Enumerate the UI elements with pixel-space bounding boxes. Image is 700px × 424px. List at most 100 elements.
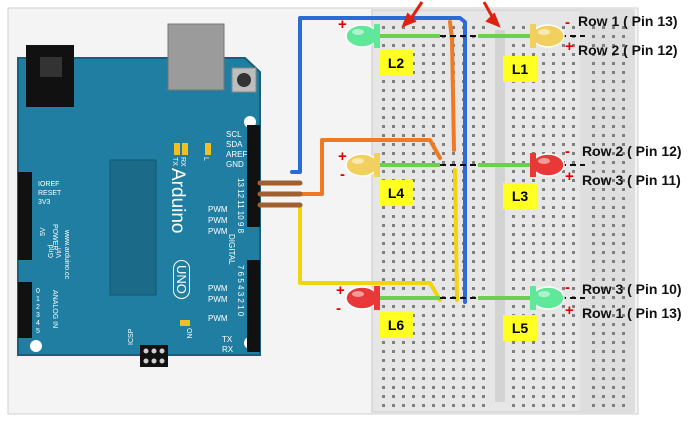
breadboard-hole (412, 98, 415, 101)
breadboard-hole (452, 206, 455, 209)
led-rim (530, 153, 536, 177)
breadboard-hole (622, 62, 625, 65)
breadboard-hole (562, 233, 565, 236)
breadboard-hole (512, 215, 515, 218)
breadboard-hole (442, 89, 445, 92)
breadboard-hole (382, 287, 385, 290)
breadboard-hole (572, 314, 575, 317)
power-pin-ioref: IOREF (38, 181, 60, 188)
breadboard-hole (572, 359, 575, 362)
breadboard-hole (612, 215, 615, 218)
breadboard-hole (422, 368, 425, 371)
breadboard-hole (472, 125, 475, 128)
breadboard-hole (592, 386, 595, 389)
breadboard-hole (602, 179, 605, 182)
analog-pin-4: 4 (36, 320, 40, 327)
breadboard-hole (402, 386, 405, 389)
pin-label-sda: SDA (226, 140, 243, 149)
power-pin-reset: RESET (38, 190, 62, 197)
breadboard-hole (612, 287, 615, 290)
breadboard-hole (552, 71, 555, 74)
breadboard-hole (432, 26, 435, 29)
breadboard-hole (512, 359, 515, 362)
breadboard-hole (422, 170, 425, 173)
breadboard-hole (572, 53, 575, 56)
breadboard-hole (622, 287, 625, 290)
breadboard-hole (602, 350, 605, 353)
breadboard-hole (462, 314, 465, 317)
led-tag-l4: L4 (379, 180, 413, 206)
breadboard-hole (392, 251, 395, 254)
breadboard-hole (612, 251, 615, 254)
breadboard-hole (392, 134, 395, 137)
breadboard-hole (402, 143, 405, 146)
breadboard-hole (432, 197, 435, 200)
breadboard-hole (382, 359, 385, 362)
breadboard-hole (512, 395, 515, 398)
breadboard-hole (522, 233, 525, 236)
breadboard-hole (442, 224, 445, 227)
breadboard-hole (552, 53, 555, 56)
led-highlight (352, 29, 364, 35)
breadboard-hole (622, 53, 625, 56)
breadboard-hole (542, 251, 545, 254)
breadboard-hole (422, 251, 425, 254)
breadboard-hole (422, 260, 425, 263)
breadboard-hole (432, 152, 435, 155)
breadboard-hole (482, 242, 485, 245)
breadboard-hole (382, 368, 385, 371)
breadboard-hole (532, 125, 535, 128)
breadboard-hole (512, 53, 515, 56)
breadboard-hole (512, 278, 515, 281)
yellow-wire-vertical (453, 168, 459, 302)
breadboard-hole (572, 80, 575, 83)
breadboard-hole (432, 107, 435, 110)
breadboard-hole (482, 152, 485, 155)
breadboard-hole (622, 341, 625, 344)
breadboard-hole (452, 332, 455, 335)
breadboard-hole (542, 377, 545, 380)
breadboard-hole (482, 404, 485, 407)
breadboard-hole (472, 332, 475, 335)
breadboard-hole (482, 332, 485, 335)
breadboard-hole (622, 377, 625, 380)
breadboard-hole (592, 89, 595, 92)
breadboard-hole (462, 377, 465, 380)
breadboard-hole (432, 323, 435, 326)
breadboard-hole (572, 332, 575, 335)
led-tag-l5: L5 (503, 315, 537, 341)
pwm-label: PWM (208, 216, 228, 225)
breadboard-hole (592, 305, 595, 308)
breadboard-hole (422, 404, 425, 407)
breadboard-hole (472, 71, 475, 74)
breadboard-hole (482, 251, 485, 254)
breadboard-hole (472, 242, 475, 245)
breadboard-hole (562, 260, 565, 263)
breadboard-hole (562, 53, 565, 56)
breadboard-hole (562, 368, 565, 371)
breadboard-hole (552, 314, 555, 317)
breadboard-hole (522, 260, 525, 263)
breadboard-hole (412, 89, 415, 92)
breadboard-hole (452, 395, 455, 398)
breadboard-hole (412, 44, 415, 47)
breadboard-hole (482, 305, 485, 308)
led-highlight (538, 158, 550, 164)
breadboard-hole (392, 233, 395, 236)
breadboard-hole (542, 143, 545, 146)
breadboard-hole (472, 251, 475, 254)
pwm-label: PWM (208, 314, 228, 323)
breadboard-hole (412, 278, 415, 281)
breadboard-hole (422, 233, 425, 236)
breadboard-hole (612, 134, 615, 137)
breadboard-hole (592, 98, 595, 101)
breadboard-hole (562, 251, 565, 254)
breadboard-hole (612, 197, 615, 200)
led-l3 (530, 153, 565, 177)
breadboard-hole (422, 377, 425, 380)
breadboard-hole (512, 179, 515, 182)
breadboard-hole (422, 62, 425, 65)
breadboard-hole (562, 179, 565, 182)
breadboard-hole (622, 89, 625, 92)
